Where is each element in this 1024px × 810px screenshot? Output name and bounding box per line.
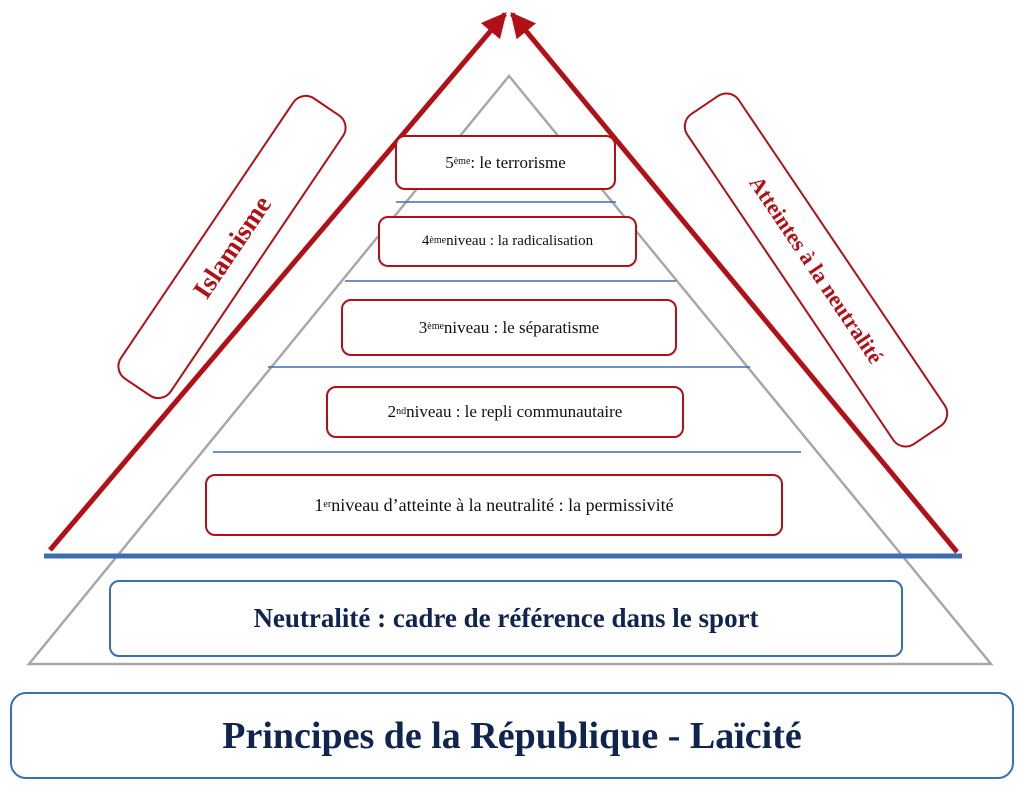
level-2-label: niveau : le repli communautaire bbox=[406, 402, 623, 421]
level-5-superscript: ème bbox=[453, 156, 471, 167]
level-2-number: 2 bbox=[387, 402, 397, 421]
level-1-number: 1 bbox=[314, 494, 324, 515]
principles-box: Principes de la République - Laïcité bbox=[10, 692, 1014, 779]
level-3-number: 3 bbox=[418, 317, 428, 337]
level-1-superscript: er bbox=[323, 498, 332, 510]
level-5-label: : le terrorisme bbox=[470, 152, 566, 172]
gray-pyramid-outline bbox=[26, 74, 994, 666]
level-4-label: niveau : la radicalisation bbox=[446, 233, 594, 249]
level-4-superscript: ème bbox=[429, 235, 447, 246]
level-4-number: 4 bbox=[421, 233, 430, 249]
level-3-label: niveau : le séparatisme bbox=[443, 317, 600, 337]
red-arrow-right bbox=[510, 12, 959, 554]
level-2-superscript: nd bbox=[396, 405, 407, 417]
red-arrow-left bbox=[48, 12, 507, 552]
level-1-label: niveau d’atteinte à la neutralité : la p… bbox=[331, 494, 674, 515]
neutrality-label: Neutralité : cadre de référence dans le … bbox=[253, 603, 759, 633]
principles-label: Principes de la République - Laïcité bbox=[222, 714, 802, 757]
level-3-superscript: ème bbox=[427, 321, 444, 332]
level-5-number: 5 bbox=[445, 152, 454, 172]
neutrality-box: Neutralité : cadre de référence dans le … bbox=[109, 580, 903, 657]
